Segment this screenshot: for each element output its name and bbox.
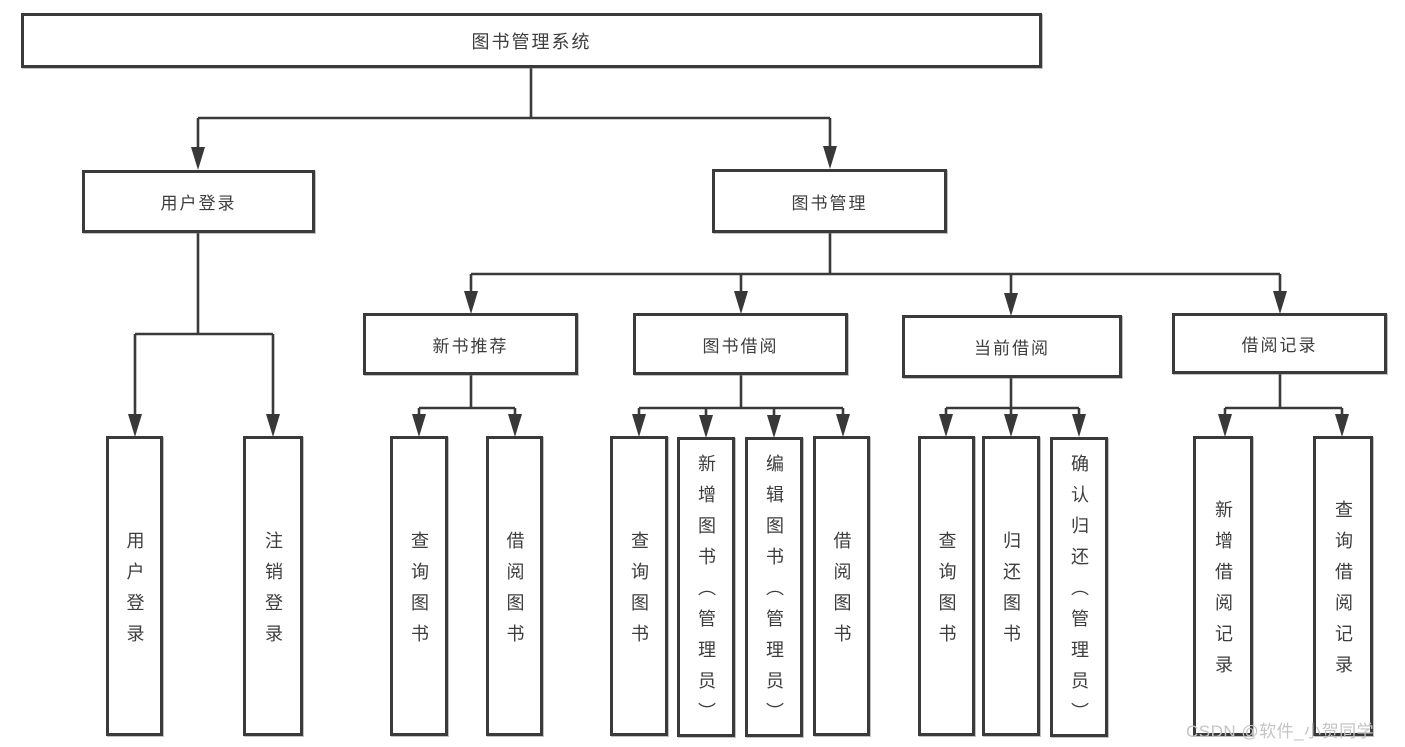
node-user-login: 用户登录 <box>82 170 315 233</box>
connector-user-login-to-leaves <box>133 233 275 416</box>
arrowhead <box>1218 414 1232 437</box>
arrowhead <box>1004 293 1018 316</box>
leaf-query-books-current: 查询图书 <box>918 436 975 736</box>
arrowhead <box>836 414 850 437</box>
arrowhead <box>266 414 280 437</box>
leaf-edit-books-admin: 编辑图书（管理员） <box>745 437 803 737</box>
leaf-query-books-recommend: 查询图书 <box>390 436 448 736</box>
leaf-user-login: 用户登录 <box>106 436 163 736</box>
arrowhead <box>1072 414 1086 437</box>
leaf-return-books: 归还图书 <box>982 436 1040 736</box>
arrowhead <box>412 414 426 437</box>
arrowhead <box>1335 414 1349 437</box>
arrowhead <box>767 415 781 438</box>
connector-current-borrow-to-leaves <box>944 378 1081 416</box>
watermark-text: CSDN @软件_小贺同学 <box>1186 722 1375 741</box>
node-root-library-system: 图书管理系统 <box>21 13 1042 68</box>
arrowhead <box>508 414 522 437</box>
arrowhead <box>699 415 713 438</box>
leaf-borrow-books-recommend: 借阅图书 <box>486 436 543 736</box>
arrowhead <box>632 414 646 437</box>
leaf-borrow-books: 借阅图书 <box>813 436 870 736</box>
arrowhead <box>734 291 748 314</box>
node-book-management: 图书管理 <box>712 169 947 233</box>
arrowhead <box>1273 291 1287 314</box>
node-current-borrow: 当前借阅 <box>902 315 1122 378</box>
leaf-query-borrow-record: 查询借阅记录 <box>1313 436 1373 736</box>
arrowhead <box>191 147 205 170</box>
connector-book-mgmt-to-level3 <box>469 233 1282 294</box>
arrowhead <box>464 291 478 314</box>
node-book-borrow: 图书借阅 <box>633 313 848 375</box>
leaf-add-borrow-record: 新增借阅记录 <box>1193 436 1253 736</box>
leaf-confirm-return-admin: 确认归还（管理员） <box>1050 437 1108 737</box>
arrowhead <box>128 414 142 437</box>
connector-new-rec-to-leaves <box>417 375 517 416</box>
arrowhead <box>823 146 837 169</box>
connector-borrow-records-to-leaves <box>1223 374 1344 416</box>
node-borrow-records: 借阅记录 <box>1172 313 1387 374</box>
leaf-query-books-borrow: 查询图书 <box>610 436 668 736</box>
leaf-add-books-admin: 新增图书（管理员） <box>677 437 735 737</box>
leaf-logout-login: 注销登录 <box>243 436 303 736</box>
arrowhead <box>1004 414 1018 437</box>
arrowhead <box>939 414 953 437</box>
connector-root-to-level2 <box>196 68 832 148</box>
node-new-book-recommend: 新书推荐 <box>363 313 578 375</box>
connector-book-borrow-to-leaves <box>637 375 845 416</box>
